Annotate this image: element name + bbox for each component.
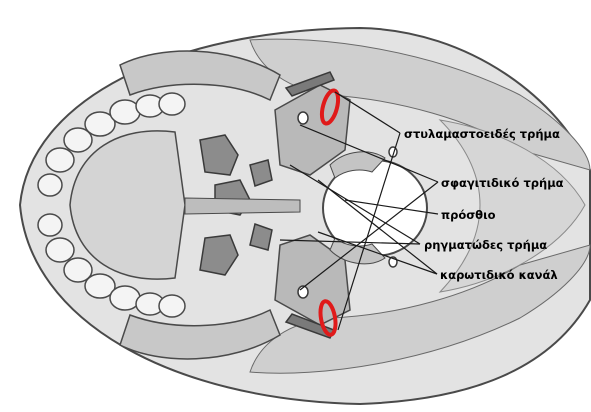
label-jugular-foramen: σφαγιτιδικό τρήμα [441, 176, 564, 190]
label-foramen-lacerum: ρηγματώδες τρήμα [424, 238, 547, 252]
vomer [185, 198, 300, 214]
label-carotid-canal: καρωτιδικό κανάλ [440, 268, 558, 282]
label-anterior: πρόσθιο [441, 208, 495, 222]
label-stylomastoid-foramen: στυλαμαστοειδές τρήμα [404, 127, 560, 141]
